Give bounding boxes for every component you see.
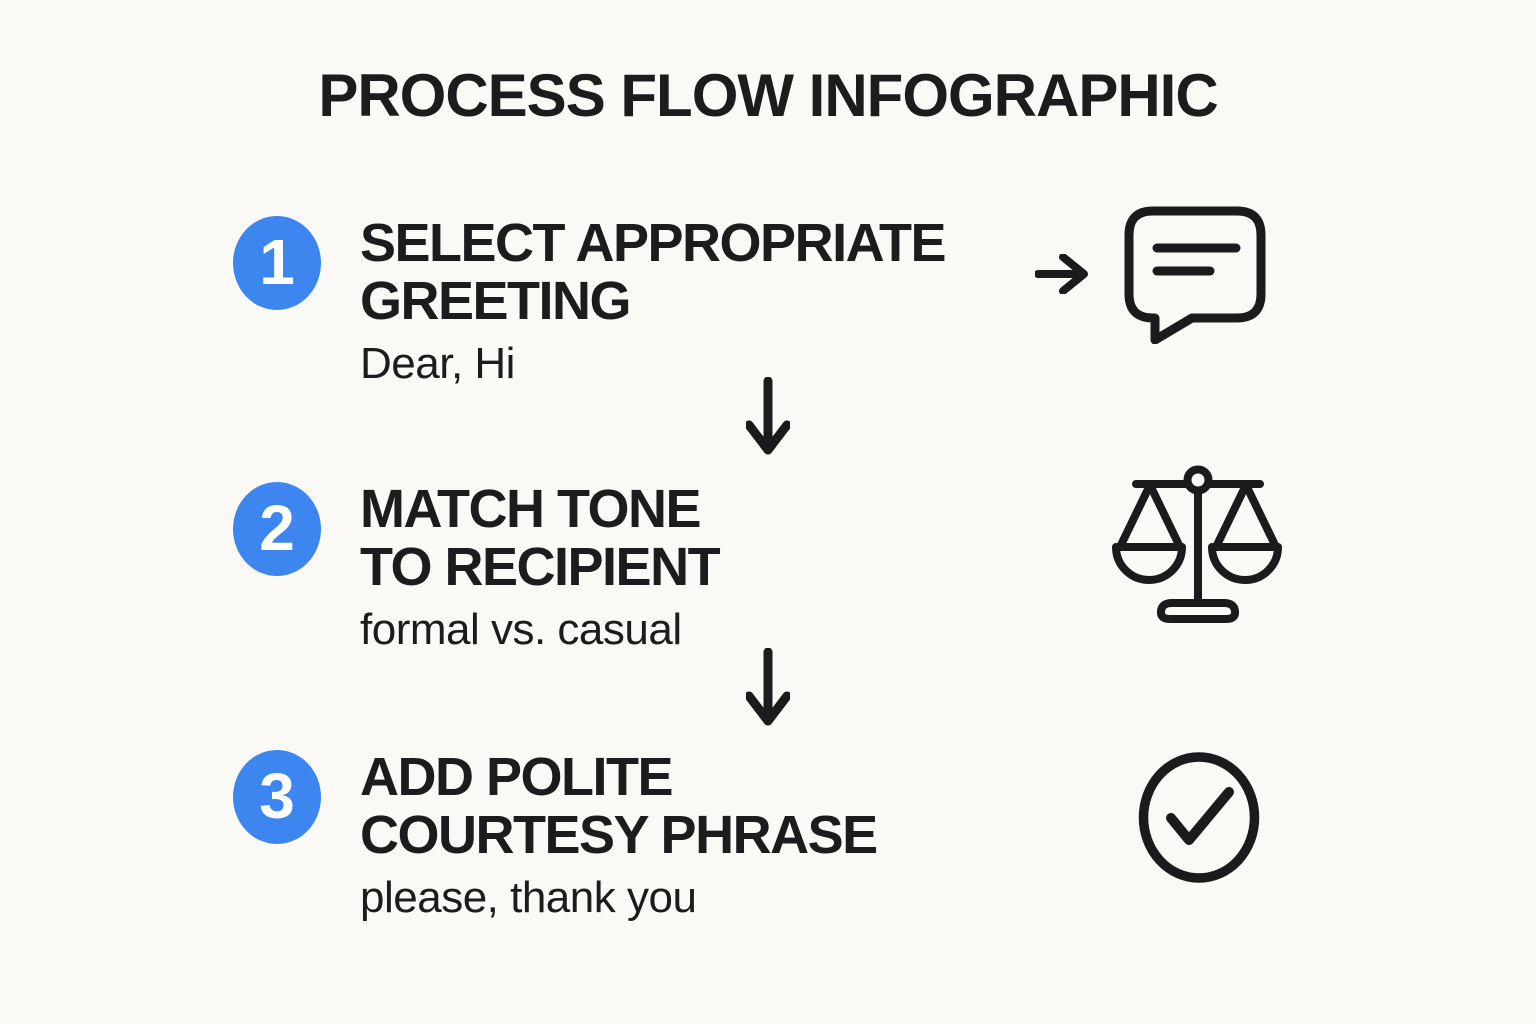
balance-scale-icon [1112,465,1288,623]
step-number: 1 [259,226,295,298]
step-1-title: SELECT APPROPRIATE GREETING [360,213,947,331]
check-circle-icon [1137,751,1261,884]
step-number: 2 [259,492,295,564]
down-arrow-icon [746,377,790,455]
step-2-subtitle: formal vs. casual [360,605,682,654]
step-2-text: MATCH TONE TO RECIPIENT formal vs. casua… [360,480,1000,656]
step-3-text: ADD POLITE COURTESY PHRASE please, thank… [360,748,1000,924]
step-2-title: MATCH TONE TO RECIPIENT [360,479,721,597]
down-arrow-icon [746,648,790,726]
step-3-number-badge: 3 [233,750,321,844]
step-3-subtitle: please, thank you [360,873,697,922]
step-number: 3 [259,760,295,832]
step-3-title: ADD POLITE COURTESY PHRASE [360,747,878,865]
step-2-number-badge: 2 [233,482,321,576]
page-title: PROCESS FLOW INFOGRAPHIC [318,62,1218,129]
right-arrow-icon [1035,254,1089,294]
speech-bubble-icon [1124,206,1266,344]
step-1-number-badge: 1 [233,216,321,310]
step-1-text: SELECT APPROPRIATE GREETING Dear, Hi [360,214,1000,390]
step-1-subtitle: Dear, Hi [360,339,515,388]
